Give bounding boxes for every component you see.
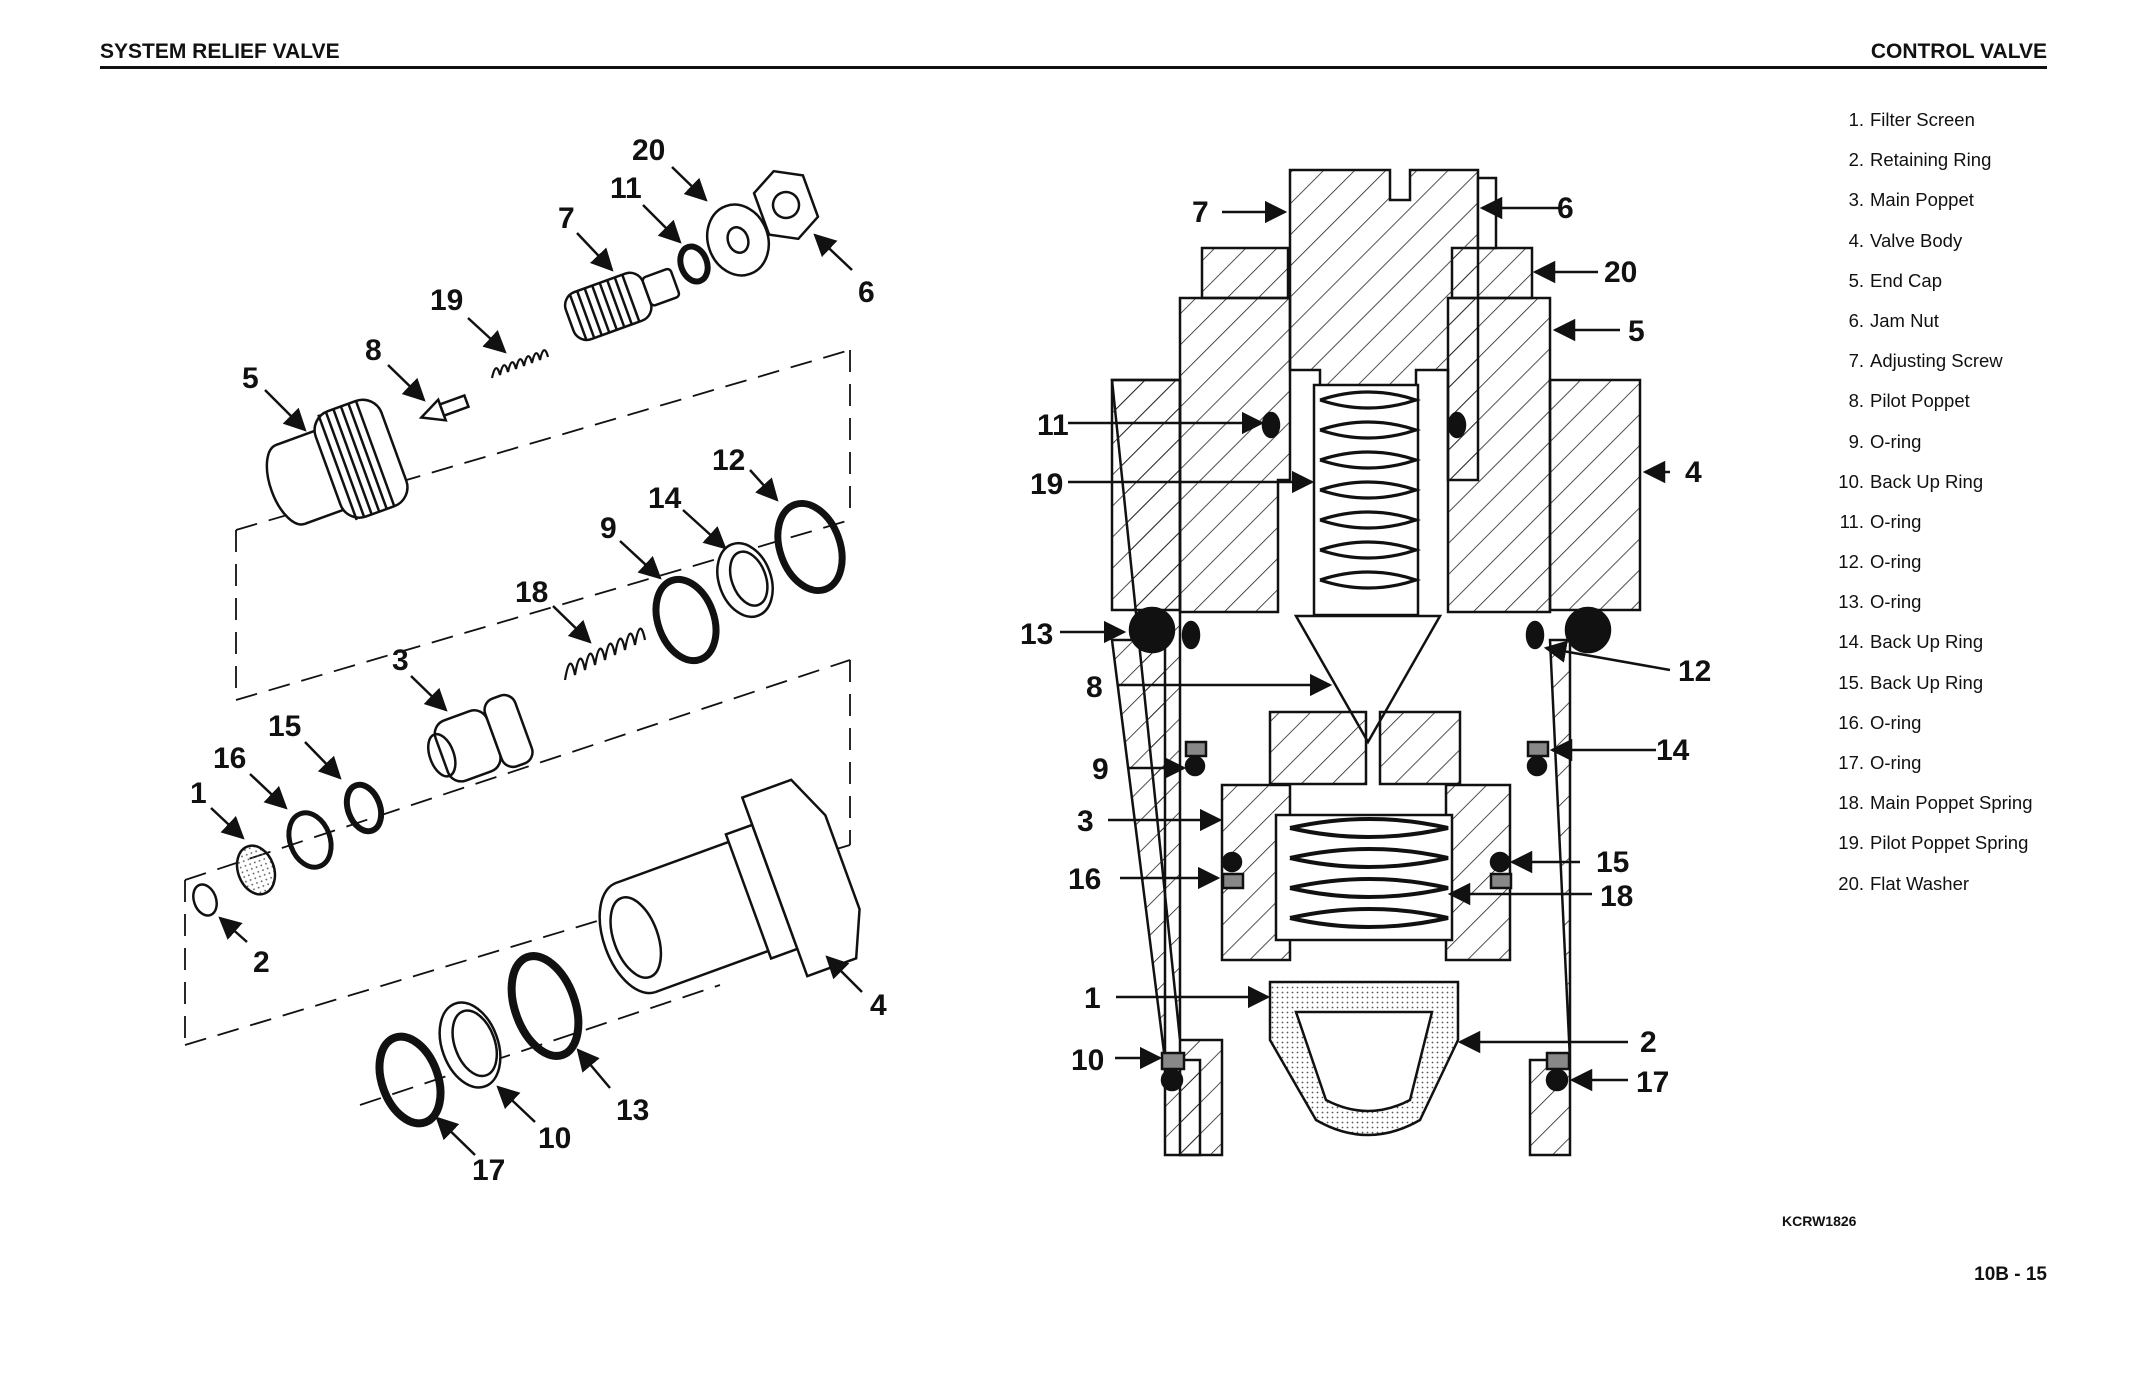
section-callout-6: 6 xyxy=(1557,192,1574,225)
exploded-callout-8: 8 xyxy=(365,334,382,367)
exploded-callout-18: 18 xyxy=(515,576,548,609)
parts-list-item: 18.Main Poppet Spring xyxy=(1838,792,2033,814)
section-callout-8: 8 xyxy=(1086,671,1103,704)
section-callout-19: 19 xyxy=(1030,468,1063,501)
exploded-callout-1: 1 xyxy=(190,777,207,810)
section-callout-2: 2 xyxy=(1640,1026,1657,1059)
exploded-callout-19: 19 xyxy=(430,284,463,317)
section-callout-13: 13 xyxy=(1020,618,1053,651)
exploded-callout-10: 10 xyxy=(538,1122,571,1155)
parts-list-item: 17.O-ring xyxy=(1838,752,1922,773)
exploded-view xyxy=(184,166,863,1156)
section-callout-10: 10 xyxy=(1071,1044,1104,1077)
parts-list-item: 1.Filter Screen xyxy=(1848,109,1975,130)
parts-list-item: 20.Flat Washer xyxy=(1838,872,1970,894)
exploded-callout-11: 11 xyxy=(610,172,642,205)
pilot-poppet-part xyxy=(418,393,471,422)
section-title: SYSTEM RELIEF VALVE xyxy=(100,40,340,63)
end-cap-part xyxy=(265,398,409,526)
section-callout-5: 5 xyxy=(1628,315,1645,348)
o-ring-12-part xyxy=(774,499,846,595)
retaining-ring-part xyxy=(192,883,218,917)
back-up-ring-14-part xyxy=(716,541,774,619)
o-ring-9-part xyxy=(652,575,720,665)
parts-list: 1.Filter Screen 2.Retaining Ring 3.Main … xyxy=(1830,106,2033,910)
section-callout-7: 7 xyxy=(1192,196,1209,229)
parts-list-item: 7.Adjusting Screw xyxy=(1848,350,2003,372)
section-callouts: 7 6 20 5 11 19 4 13 12 8 9 14 3 16 15 18… xyxy=(1020,192,1711,1099)
parts-list-item: 14.Back Up Ring xyxy=(1838,631,1984,653)
exploded-callout-7: 7 xyxy=(558,202,575,235)
jam-nut-part xyxy=(752,169,820,241)
section-callout-4: 4 xyxy=(1685,456,1702,489)
flat-washer-part xyxy=(705,203,771,277)
section-callout-20: 20 xyxy=(1604,256,1637,289)
parts-list-item: 10.Back Up Ring xyxy=(1838,470,1984,492)
parts-list-item: 2.Retaining Ring xyxy=(1848,149,1992,171)
seal-group xyxy=(1128,411,1612,1092)
section-callout-9: 9 xyxy=(1092,753,1109,786)
main-poppet-part xyxy=(427,693,534,783)
section-callout-16: 16 xyxy=(1068,863,1101,896)
cross-section-view xyxy=(1060,168,1671,1157)
section-callout-18: 18 xyxy=(1600,880,1633,913)
section-callout-14: 14 xyxy=(1656,734,1690,767)
flat-washer-section xyxy=(1200,246,1290,300)
exploded-callout-9: 9 xyxy=(600,512,617,545)
exploded-callout-15: 15 xyxy=(268,710,301,743)
exploded-callout-6: 6 xyxy=(858,276,875,309)
exploded-callouts: 20 11 7 6 19 8 5 12 14 9 18 3 15 16 1 2 … xyxy=(190,134,887,1187)
pilot-poppet-spring-section xyxy=(1319,390,1422,590)
exploded-callout-12: 12 xyxy=(712,444,745,477)
section-callout-1: 1 xyxy=(1084,982,1101,1015)
axis-line-lower xyxy=(184,659,851,881)
back-up-ring-16-part xyxy=(286,810,334,870)
o-ring-11-part xyxy=(677,243,711,285)
o-ring-13-part xyxy=(507,952,583,1060)
exploded-callout-5: 5 xyxy=(242,362,259,395)
valve-body-part xyxy=(598,778,861,995)
main-poppet-spring-part xyxy=(563,627,647,681)
filter-screen-part xyxy=(235,844,277,896)
parts-list-item: 9.O-ring xyxy=(1848,430,1922,452)
parts-list-item: 15.Back Up Ring xyxy=(1838,671,1984,693)
parts-list-item: 3.Main Poppet xyxy=(1848,189,1974,211)
exploded-callout-17: 17 xyxy=(472,1154,505,1187)
parts-list-item: 8.Pilot Poppet xyxy=(1848,390,1970,412)
parts-list-item: 11.O-ring xyxy=(1839,510,1922,532)
parts-list-item: 19.Pilot Poppet Spring xyxy=(1838,832,2029,854)
o-ring-17-part xyxy=(375,1032,445,1128)
main-poppet-spring-section xyxy=(1289,817,1449,929)
axis-line-middle xyxy=(235,519,851,701)
parts-list-item: 13.O-ring xyxy=(1838,591,1922,613)
header-rule xyxy=(100,66,2047,69)
section-callout-11: 11 xyxy=(1037,409,1069,442)
parts-list-item: 4.Valve Body xyxy=(1848,229,1963,251)
exploded-callout-20: 20 xyxy=(632,134,665,167)
exploded-callout-16: 16 xyxy=(213,742,246,775)
adjusting-screw-part xyxy=(563,267,681,342)
end-cap-section xyxy=(1178,296,1292,614)
exploded-callout-13: 13 xyxy=(616,1094,649,1127)
section-callout-15: 15 xyxy=(1596,846,1629,879)
section-callout-3: 3 xyxy=(1077,805,1094,838)
section-callout-12: 12 xyxy=(1678,655,1711,688)
figure-code: KCRW1826 xyxy=(1782,1213,1857,1229)
parts-list-item: 16.O-ring xyxy=(1838,711,1922,733)
page-number: 10B - 15 xyxy=(1974,1264,2047,1285)
parts-list-item: 12.O-ring xyxy=(1838,551,1922,573)
section-callout-17: 17 xyxy=(1636,1066,1669,1099)
back-up-ring-10-part xyxy=(438,1001,502,1089)
pilot-poppet-spring-part xyxy=(490,349,550,379)
exploded-callout-2: 2 xyxy=(253,946,270,979)
chapter-title: CONTROL VALVE xyxy=(1870,40,2047,63)
o-ring-15-part xyxy=(343,781,385,835)
parts-list-item: 5.End Cap xyxy=(1848,269,1942,291)
exploded-callout-3: 3 xyxy=(392,644,409,677)
exploded-callout-4: 4 xyxy=(870,989,887,1022)
exploded-callout-14: 14 xyxy=(648,482,682,515)
parts-list-item: 6.Jam Nut xyxy=(1848,309,1939,331)
